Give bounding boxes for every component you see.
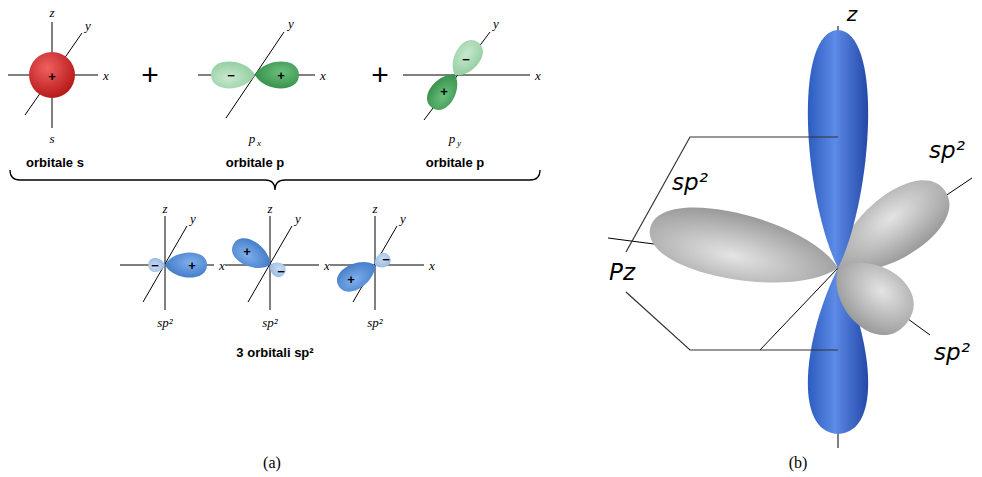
sp2-lobe-small xyxy=(148,258,165,272)
orbital-symbol: s xyxy=(49,132,54,145)
axis-label: y xyxy=(190,212,196,225)
axis-label: z xyxy=(267,202,272,215)
orbital-symbol: sp² xyxy=(367,316,382,329)
axis-label: x xyxy=(324,259,330,272)
axis-label: y xyxy=(295,212,301,225)
orbital-label: Pz xyxy=(609,261,635,284)
charge-sign: − xyxy=(151,259,159,272)
axis-label: x xyxy=(429,259,435,272)
charge-sign: − xyxy=(382,253,390,266)
brace xyxy=(10,170,540,190)
axis-label: y xyxy=(400,212,406,225)
axis-label: y xyxy=(288,17,294,30)
axis-label: z xyxy=(847,4,858,24)
axis-label: x xyxy=(219,259,225,272)
axis-label: z xyxy=(372,202,377,215)
sp2-lobe xyxy=(165,252,207,277)
p-lobe xyxy=(422,68,466,115)
axis-label: x xyxy=(320,69,326,82)
orbital-label: sp² xyxy=(934,341,970,364)
axis-label: y xyxy=(85,19,91,32)
axis-line xyxy=(25,33,82,115)
orbital-symbol: p xyxy=(449,132,456,145)
orbital-name: orbitale p xyxy=(426,156,485,169)
charge-sign: − xyxy=(227,69,235,82)
orbital-symbol: sp² xyxy=(157,316,172,329)
charge-sign: + xyxy=(48,70,56,83)
axis-label: x xyxy=(535,69,541,82)
orbital-name: orbitale s xyxy=(26,156,84,169)
plus-operator: + xyxy=(371,60,389,90)
pz-lobe xyxy=(808,30,868,268)
charge-sign: + xyxy=(347,273,355,286)
s-orbital xyxy=(29,52,75,98)
orbital-symbol: sp² xyxy=(262,316,277,329)
axis-label: x xyxy=(103,69,109,82)
charge-sign: + xyxy=(277,69,285,82)
orbital-subscript: y xyxy=(457,139,461,148)
sp2-lobe xyxy=(643,196,845,301)
sp2-lobe xyxy=(818,244,926,348)
plus-operator: + xyxy=(141,60,159,90)
panel-caption: (b) xyxy=(789,455,808,471)
axis-label: z xyxy=(162,202,167,215)
orbital-symbol: p xyxy=(249,132,256,145)
group-title: 3 orbitali sp² xyxy=(236,346,313,359)
sp2-lobe xyxy=(332,254,381,297)
sp2-lobe xyxy=(227,233,276,276)
panel-caption: (a) xyxy=(263,455,281,471)
charge-sign: + xyxy=(243,245,251,258)
charge-sign: + xyxy=(440,85,448,98)
p-lobe xyxy=(255,62,299,89)
p-lobe xyxy=(211,62,255,89)
axis-lines xyxy=(608,26,972,448)
orbital-subscript: x xyxy=(257,139,261,148)
bracket-line xyxy=(626,137,838,252)
bracket-line xyxy=(626,292,838,350)
charge-sign: − xyxy=(277,265,285,278)
axis-label: y xyxy=(493,17,499,30)
axis-lines xyxy=(8,22,530,310)
axis-line xyxy=(403,75,530,76)
axis-label: z xyxy=(49,6,54,19)
charge-sign: + xyxy=(188,259,196,272)
orbital-name: orbitale p xyxy=(226,156,285,169)
orbital-label: sp² xyxy=(929,139,965,162)
orbital-label: sp² xyxy=(672,171,708,194)
charge-sign: − xyxy=(462,53,470,66)
